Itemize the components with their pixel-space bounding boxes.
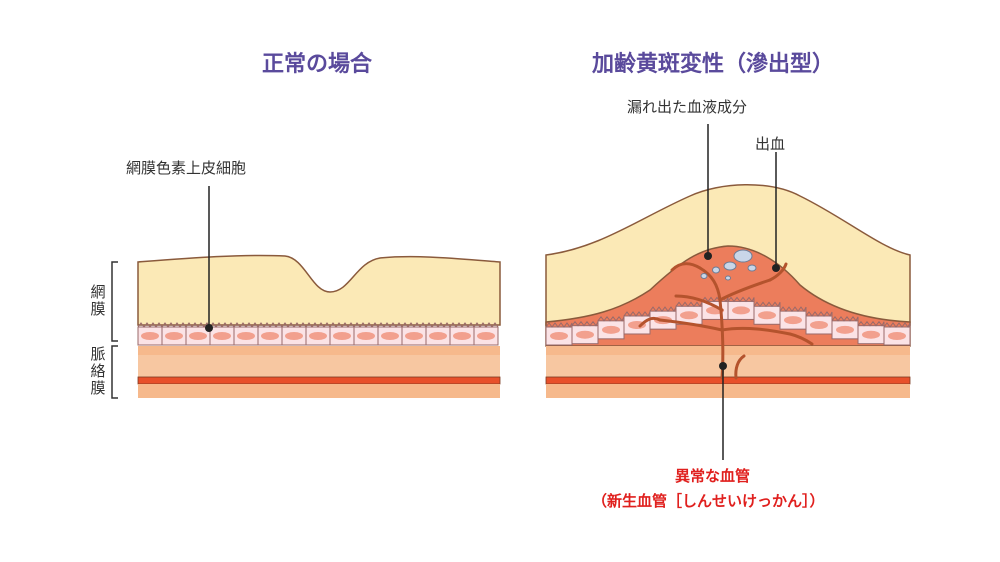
hemorrhage-label: 出血 (755, 135, 786, 153)
normal-choroid-vessel-band (137, 376, 501, 385)
normal-choroid-bottom-band (138, 384, 500, 398)
rpe-cell (473, 322, 499, 346)
amd-choroid-light-band (546, 346, 910, 355)
normal-choroid-layer (138, 355, 500, 377)
rpe-cell (883, 322, 911, 346)
amd-title: 加齢黄斑変性（滲出型） (592, 52, 835, 77)
rpe-cell (449, 322, 475, 346)
rpe-cell (779, 306, 807, 330)
normal-rpe-layer (137, 322, 499, 346)
rpe-cell (161, 322, 187, 346)
amd-choroid-bottom-band (546, 384, 910, 398)
leak-pointer-dot (704, 252, 712, 260)
normal-title: 正常の場合 (262, 52, 373, 77)
normal-retina-layer (137, 254, 501, 326)
rpe-cell (401, 322, 427, 346)
rpe-cell (377, 322, 403, 346)
new-blood-vessels (638, 262, 814, 380)
leak-label: 漏れ出た血液成分 (627, 98, 748, 116)
retina-bracket (111, 261, 118, 342)
rpe-cell (545, 322, 573, 346)
choroid-label: 脈 絡 膜 (90, 345, 106, 397)
amd-choroid-vessel-band (545, 376, 911, 385)
rpe-cell (831, 316, 859, 340)
rpe-cell (425, 322, 451, 346)
normal-choroid-light-band (138, 346, 500, 355)
abnormal-vessel-label: 異常な血管 (675, 467, 751, 485)
rpe-cell (281, 322, 307, 346)
rpe-cell (257, 322, 283, 346)
rpe-cell (305, 322, 331, 346)
rpe-cell (329, 322, 355, 346)
rpe-cell (597, 316, 625, 340)
vessel-pointer-dot (719, 362, 727, 370)
rpe-label: 網膜色素上皮細胞 (126, 159, 247, 177)
rpe-pointer-dot (205, 324, 213, 332)
rpe-cell (571, 320, 599, 345)
amd-choroid-layer (546, 355, 910, 377)
retina-label: 網 膜 (90, 283, 106, 318)
amd-rpe-layer (545, 296, 911, 346)
hemorrhage-pointer-dot (772, 264, 780, 272)
choroid-bracket (111, 345, 118, 399)
abnormal-vessel-sublabel: （新生血管［しんせいけっかん］） (592, 492, 825, 510)
rpe-cell (185, 322, 211, 346)
leaked-blood-components (700, 249, 757, 281)
normal-eye-section (111, 186, 501, 399)
amd-eye-section (545, 124, 911, 460)
rpe-cell (137, 322, 163, 346)
rpe-cell (233, 322, 259, 346)
rpe-cell (209, 322, 235, 346)
rpe-cell (353, 322, 379, 346)
